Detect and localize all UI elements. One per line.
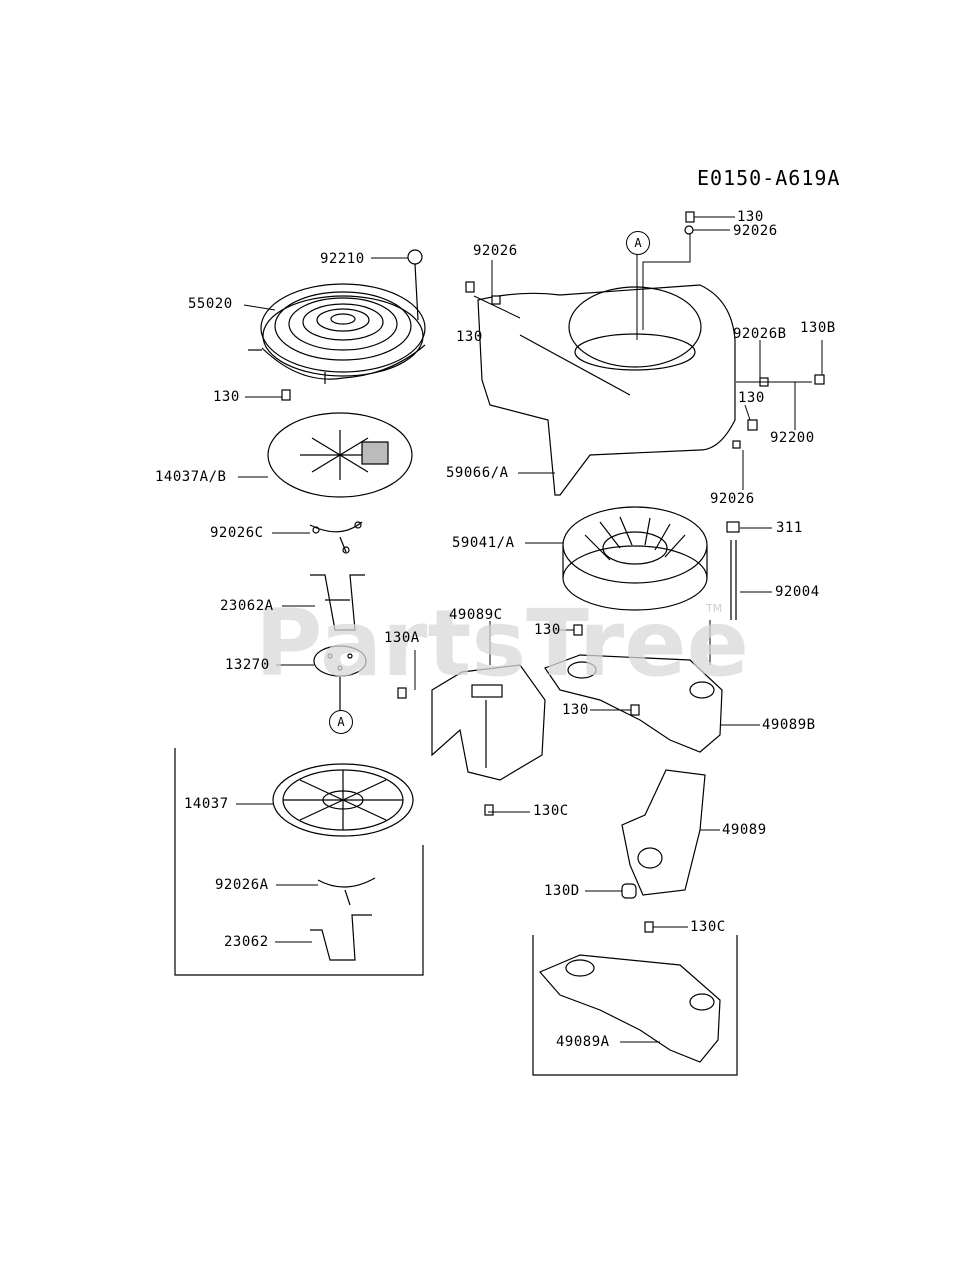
part-label-14037ab[interactable]: 14037A/B: [155, 469, 227, 485]
plate-13270[interactable]: [313, 645, 367, 677]
part-label-49089[interactable]: 49089: [722, 822, 767, 838]
part-label-130-right[interactable]: 130: [738, 390, 765, 406]
part-label-92026-right[interactable]: 92026: [710, 491, 755, 507]
wire-screen-55020[interactable]: [248, 283, 426, 384]
part-label-59041a[interactable]: 59041/A: [452, 535, 515, 551]
part-label-130c-mid[interactable]: 130C: [533, 803, 569, 819]
part-label-49089c[interactable]: 49089C: [449, 607, 503, 623]
cover-49089[interactable]: [621, 769, 706, 896]
bolt-130d[interactable]: [621, 883, 637, 899]
inset-box-right: [532, 935, 738, 1076]
part-label-92026a[interactable]: 92026A: [215, 877, 269, 893]
diagram-code: E0150-A619A: [697, 166, 841, 190]
watermark-trademark: TM: [706, 602, 723, 615]
part-label-130b[interactable]: 130B: [800, 320, 836, 336]
fastener-bolts: [281, 211, 825, 933]
bracket-23062[interactable]: [310, 914, 372, 961]
part-label-13270[interactable]: 13270: [225, 657, 270, 673]
part-label-130-mid[interactable]: 130: [534, 622, 561, 638]
part-label-130-top[interactable]: 130: [737, 209, 764, 225]
bracket-92026a[interactable]: [317, 877, 376, 906]
part-label-92004[interactable]: 92004: [775, 584, 820, 600]
part-label-130-shroud-left[interactable]: 130: [456, 329, 483, 345]
part-label-130a[interactable]: 130A: [384, 630, 420, 646]
screen-plate-14037ab[interactable]: [267, 412, 413, 498]
part-label-92210[interactable]: 92210: [320, 251, 365, 267]
flywheel-fan-59041a[interactable]: [562, 506, 708, 611]
part-label-14037[interactable]: 14037: [184, 796, 229, 812]
part-label-130c-low[interactable]: 130C: [690, 919, 726, 935]
baffle-49089b[interactable]: [544, 654, 723, 753]
part-label-23062[interactable]: 23062: [224, 934, 269, 950]
cover-49089c[interactable]: [431, 664, 546, 781]
part-label-311[interactable]: 311: [776, 520, 803, 536]
knob-92210[interactable]: [407, 249, 423, 321]
reference-mark-top: A: [626, 231, 650, 255]
part-label-49089a[interactable]: 49089A: [556, 1034, 610, 1050]
stud-92004[interactable]: [730, 540, 737, 620]
part-label-130d[interactable]: 130D: [544, 883, 580, 899]
part-label-130-left[interactable]: 130: [213, 389, 240, 405]
bracket-23062a[interactable]: [310, 574, 365, 631]
baffle-49089a[interactable]: [539, 954, 721, 1063]
nut-311[interactable]: [726, 521, 740, 533]
part-label-92026-top[interactable]: 92026: [733, 223, 778, 239]
part-label-130-lower[interactable]: 130: [562, 702, 589, 718]
part-label-92026c[interactable]: 92026C: [210, 525, 264, 541]
blower-housing-59066a[interactable]: [477, 284, 736, 496]
reference-mark-bottom: A: [329, 710, 353, 734]
leader-lines: [236, 216, 823, 1043]
bracket-92026c[interactable]: [309, 521, 363, 554]
screen-14037[interactable]: [272, 763, 414, 837]
inset-box-left: [174, 748, 424, 976]
part-label-59066a[interactable]: 59066/A: [446, 465, 509, 481]
part-label-55020[interactable]: 55020: [188, 296, 233, 312]
part-label-92200[interactable]: 92200: [770, 430, 815, 446]
part-label-23062a[interactable]: 23062A: [220, 598, 274, 614]
part-label-92026b[interactable]: 92026B: [733, 326, 787, 342]
part-label-92026-left[interactable]: 92026: [473, 243, 518, 259]
part-label-49089b[interactable]: 49089B: [762, 717, 816, 733]
